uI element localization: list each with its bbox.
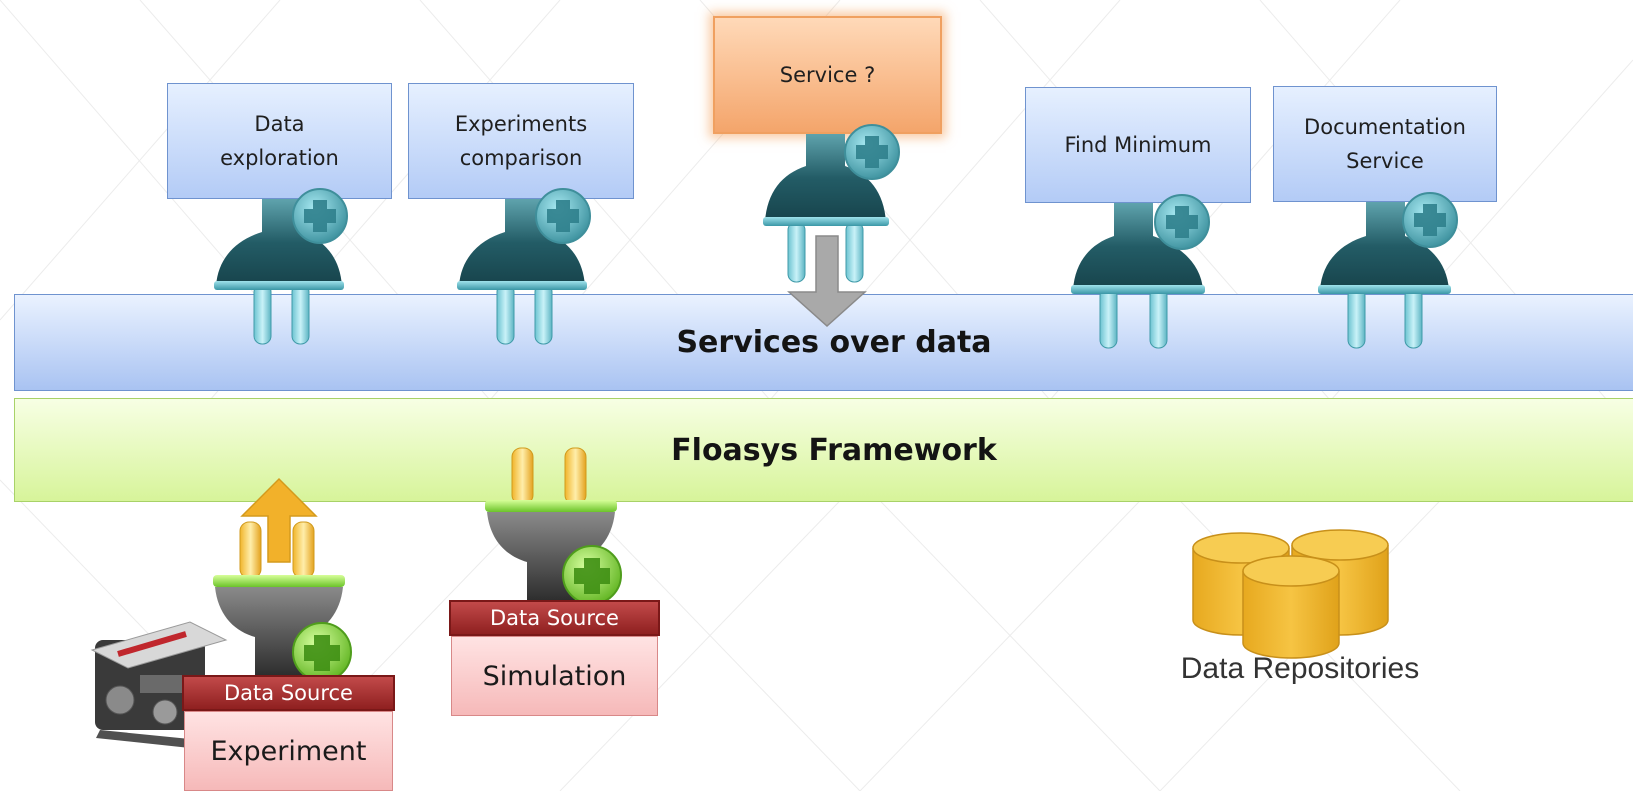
plus-badge-icon: [1402, 192, 1458, 248]
plus-badge-icon: [535, 188, 591, 244]
framework-layer-label: Floasys Framework: [671, 432, 997, 468]
plus-badge-icon: [292, 622, 352, 682]
plug-icon: [1071, 203, 1205, 349]
plug-icon: [213, 521, 345, 675]
plus-badge-icon: [292, 188, 348, 244]
services-layer-label: Services over data: [676, 325, 992, 360]
simulation-data-source: Simulation: [451, 636, 658, 716]
plus-badge-icon: [1154, 194, 1210, 250]
arrow-up-icon: [240, 477, 318, 563]
experiment-data-source: Experiment: [184, 711, 393, 791]
service-find-minimum: Find Minimum: [1025, 87, 1251, 203]
arrow-down-icon: [787, 235, 867, 328]
plug-icon: [485, 447, 617, 600]
service-data-exploration: Data exploration: [167, 83, 392, 199]
experiment-data-source-header: Data Source: [182, 675, 395, 711]
plus-badge-icon: [844, 124, 900, 180]
plug-icon: [763, 134, 889, 283]
plus-badge-icon: [562, 545, 622, 605]
service-experiments-comparison: Experiments comparison: [408, 83, 634, 199]
plug-icon: [457, 199, 587, 345]
plug-icon: [214, 199, 344, 345]
database-icon: [1242, 555, 1340, 659]
data-repositories-label: Data Repositories: [1180, 652, 1420, 685]
service-documentation: Documentation Service: [1273, 86, 1497, 202]
service-unknown: Service ?: [713, 16, 942, 134]
plug-icon: [1318, 202, 1451, 349]
simulation-data-source-header: Data Source: [449, 600, 660, 636]
engine-image: [90, 621, 228, 748]
